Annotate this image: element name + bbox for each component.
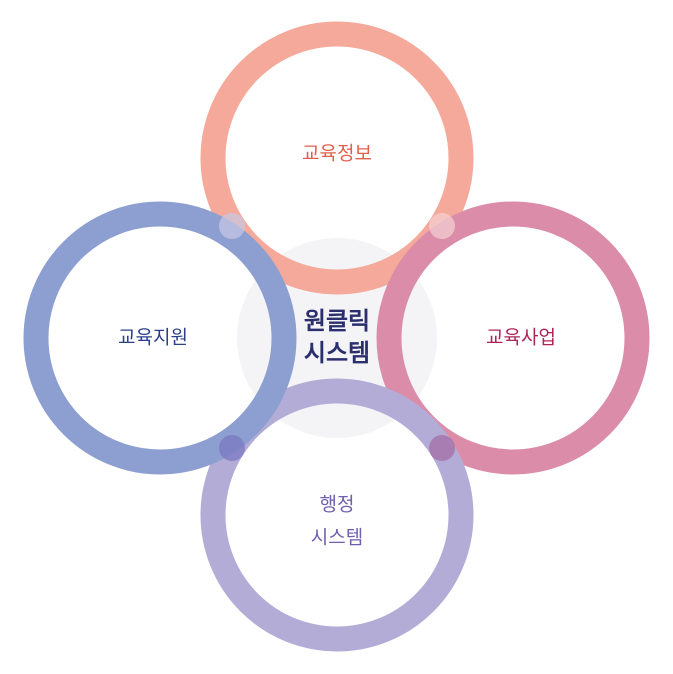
left-ring — [23, 201, 297, 475]
top-ring — [200, 21, 474, 295]
overlap-bottom-left — [219, 435, 245, 461]
bottom-node-label-line2: 시스템 — [311, 527, 363, 549]
center-label-line1: 원클릭 — [304, 307, 370, 335]
overlap-top-left — [219, 213, 245, 239]
overlap-bottom-right — [429, 435, 455, 461]
bottom-ring — [200, 378, 474, 652]
left-node-label: 교육지원 — [118, 327, 188, 349]
top-node-label: 교육정보 — [302, 143, 372, 165]
overlap-top-right — [429, 213, 455, 239]
center-label-line2: 시스템 — [304, 339, 370, 367]
right-ring — [376, 201, 650, 475]
bottom-node-label-line1: 행정 — [320, 494, 355, 516]
right-node-label: 교육사업 — [486, 327, 556, 349]
